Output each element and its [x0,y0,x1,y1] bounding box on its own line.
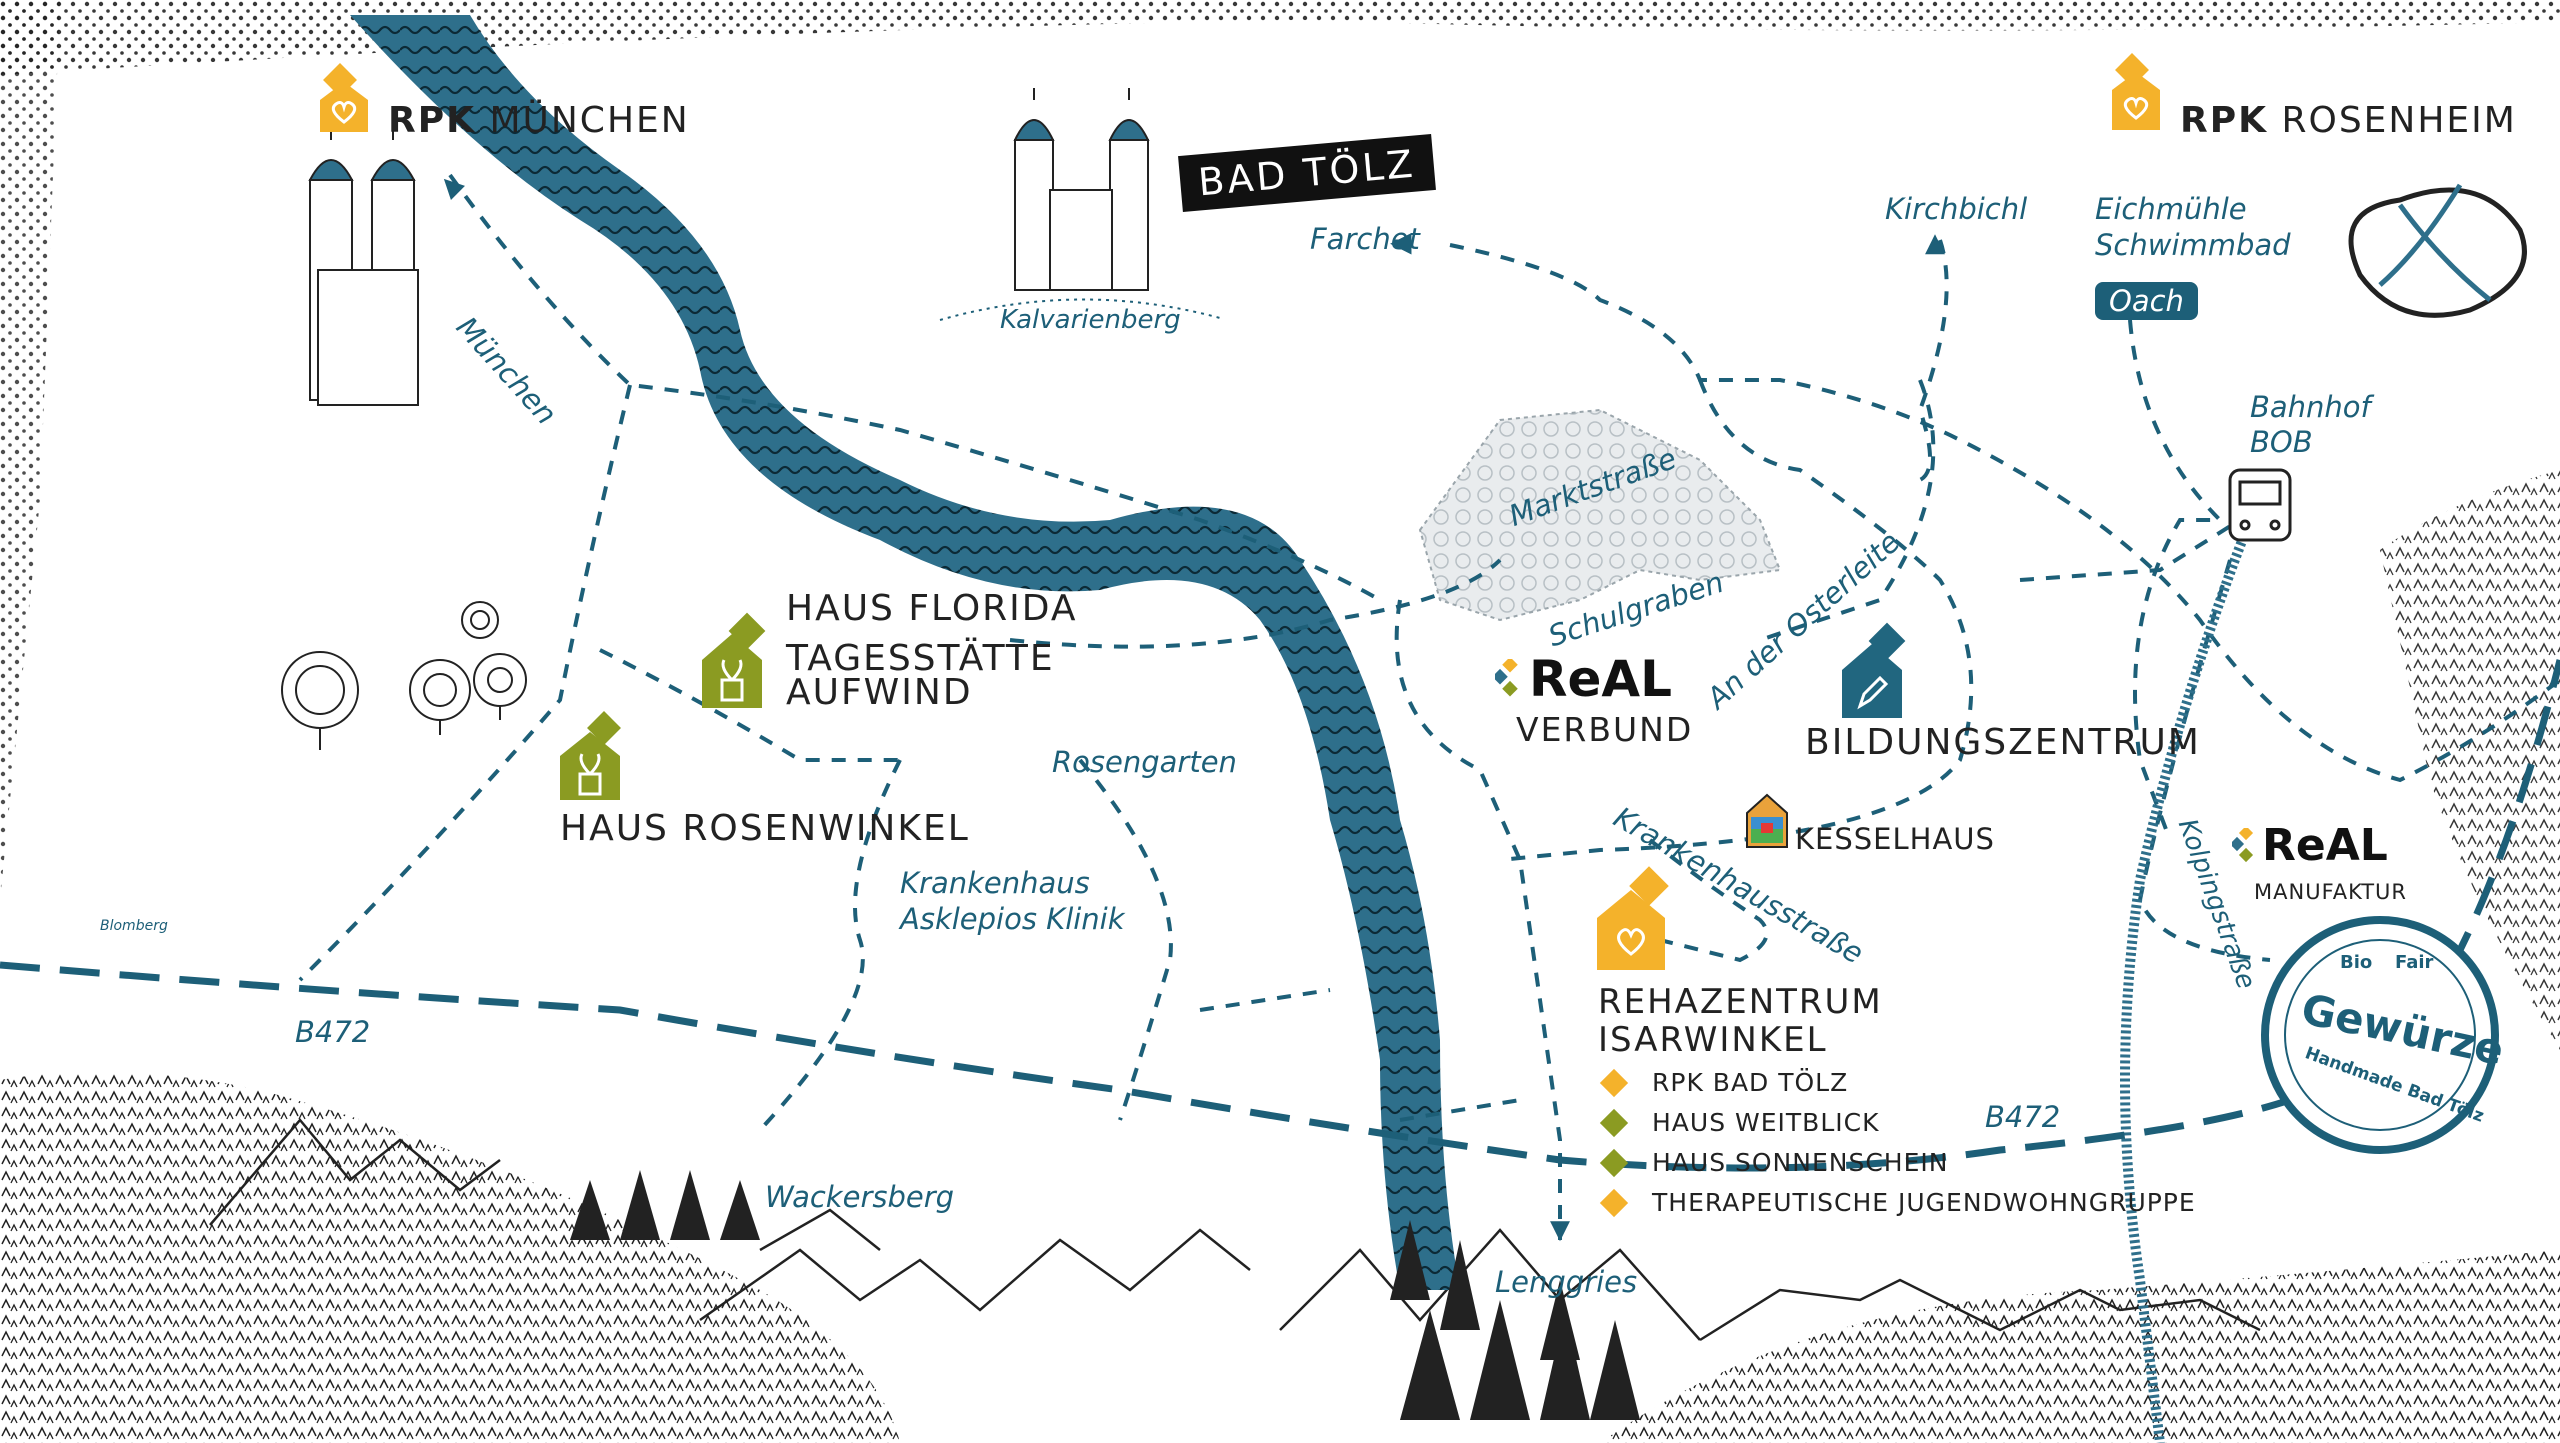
krankenhaus-label: Krankenhaus [900,866,1090,900]
old-town [1418,408,1782,622]
house-pencil-icon [1840,620,1910,724]
eichmuehle-label: Eichmühle [2095,192,2247,226]
gewuerze-stamp [2261,916,2499,1154]
mountain-icon [209,1118,2261,1342]
b472-label: B472 [295,1015,371,1049]
diamond-icon [1599,1188,1629,1217]
blomberg-label: Blomberg [100,918,168,934]
stamp-bio: Bio [2340,952,2373,973]
real-logo-text: ReAL [2262,820,2388,871]
pretzel-icon [2348,183,2527,318]
roads [298,173,2560,1240]
kesselhaus-label: KESSELHAUS [1795,822,1995,856]
rehazentrum-label: REHAZENTRUM [1598,982,1883,1022]
arrow-icon: ◀ [1390,225,1412,258]
church-icon [939,88,1221,321]
haus-plant-icon [700,610,770,714]
real-manufaktur-logo: ReAL [2232,820,2388,871]
diamond-icon [1599,1148,1629,1177]
b472-road [0,961,2292,1172]
lenggries-label: Lenggries [1495,1265,1638,1299]
real-manufaktur-label: MANUFAKTUR [2254,880,2408,904]
rpk-house-icon [2110,50,2170,136]
railway [2120,518,2255,1443]
stamp-fair: Fair [2395,952,2434,973]
b472-road [2417,659,2560,1022]
dotted-border [0,0,2560,75]
bob-label: BOB [2250,425,2313,459]
legend-item: HAUS WEITBLICK [1599,1108,1879,1137]
aufwind-label: AUFWIND [786,672,973,713]
legend-item: HAUS SONNENSCHEIN [1599,1148,1948,1177]
bahnhof-label: Bahnhof [2250,390,2371,424]
frauenkirche-icon [308,128,419,406]
tree-icon [281,601,527,750]
hatched-hill [0,1072,900,1443]
tagesstaette-label: TAGESSTÄTTE [786,638,1055,679]
schwimmbad-label: Schwimmbad [2095,228,2291,262]
real-logo-icon [2232,827,2254,862]
real-logo-text: ReAL [1529,650,1672,708]
train-icon [2228,468,2292,542]
haus-plant-icon [558,708,628,807]
real-logo-icon [1495,659,1518,697]
arrow-icon: ▲ [1925,228,1945,258]
legend-item: THERAPEUTISCHE JUGENDWOHNGRUPPE [1599,1188,2196,1217]
bildungszentrum-label: BILDUNGSZENTRUM [1805,722,2201,763]
rosengarten-label: Rosengarten [1052,745,1237,779]
legend-item: RPK BAD TÖLZ [1599,1068,1848,1097]
diamond-icon [1599,1108,1629,1137]
kirchbichl-label: Kirchbichl [1885,192,2028,226]
haus-rosenwinkel-label: HAUS ROSENWINKEL [560,808,970,849]
rpk-house-icon [1595,862,1675,976]
real-verbund-label: VERBUND [1516,710,1694,749]
fir-tree-icon [570,1170,1640,1420]
colorful-house-icon [1745,793,1789,853]
kalvarienberg-label: Kalvarienberg [1000,305,1181,335]
asklepios-label: Asklepios Klinik [900,902,1125,936]
diamond-icon [1599,1068,1629,1097]
rpk-rosenheim-label: RPK ROSENHEIM [2180,100,2517,141]
haus-florida-label: HAUS FLORIDA [786,588,1078,629]
rpk-muenchen-label: RPK MÜNCHEN [388,100,690,141]
b472-label: B472 [1985,1100,2061,1134]
rpk-house-icon [318,60,378,136]
real-verbund-logo: ReAL [1495,650,1672,708]
oach-label: Oach [2095,282,2198,320]
arrow-icon: ▼ [1550,1215,1570,1245]
isarwinkel-label: ISARWINKEL [1598,1020,1828,1060]
wackersberg-label: Wackersberg [765,1180,955,1214]
farchet-label: Farchet [1310,222,1420,256]
